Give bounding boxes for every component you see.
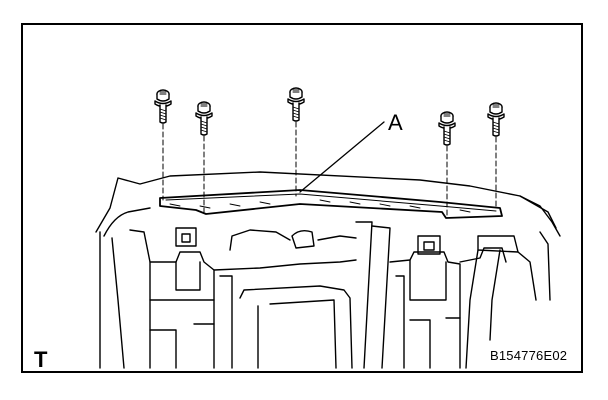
illustration-frame [21, 23, 583, 373]
clip-brackets [175, 227, 519, 255]
bolt-guide-lines [162, 121, 497, 219]
trim-rail-a [159, 189, 503, 219]
bolt-icon [195, 101, 213, 136]
bolt-icon [154, 89, 172, 124]
callout-label-a: A [388, 110, 403, 135]
bolt-icon [438, 111, 456, 146]
seat-back-top [95, 171, 561, 237]
seat-frame-body [99, 221, 551, 369]
figure-code-label: B154776E02 [490, 348, 568, 363]
view-marker-label: T [34, 347, 48, 372]
bolt-icon [287, 87, 305, 122]
bolt-icon [487, 102, 505, 137]
callout-leader [299, 121, 385, 193]
lower-panel-openings [149, 275, 461, 369]
